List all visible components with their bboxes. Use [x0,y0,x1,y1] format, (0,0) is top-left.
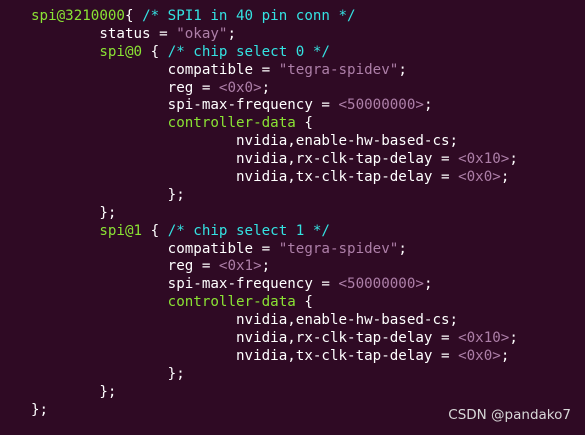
code-token-plain: ; [423,276,433,293]
code-line: nvidia,enable-hw-based-cs; [31,312,518,330]
code-line: spi-max-frequency = <50000000>; [31,276,518,294]
code-line: nvidia,enable-hw-based-cs; [31,133,518,151]
code-token-num: <0x0> [458,169,501,186]
code-token-plain: ; [261,79,271,96]
code-indent [31,44,99,60]
code-token-plain: nvidia,tx-clk-tap-delay = [236,347,459,364]
watermark: CSDN @pandako7 [448,407,571,423]
code-token-string: "tegra-spidev" [278,61,399,78]
code-line: controller-data { [31,115,518,133]
code-indent [31,115,168,131]
code-indent [31,294,168,310]
code-token-plain: ; [261,258,271,275]
code-token-plain: { [142,43,168,60]
code-token-string: "okay" [176,25,228,42]
code-indent [31,205,99,221]
code-line: }; [31,187,518,205]
code-line: controller-data { [31,294,518,312]
code-token-comment: /* chip select 0 */ [167,43,330,60]
code-line: reg = <0x1>; [31,258,518,276]
code-indent [31,276,168,292]
code-token-plain: ; [227,25,237,42]
code-token-plain: { [142,222,168,239]
code-line: }; [31,384,518,402]
code-line: nvidia,rx-clk-tap-delay = <0x10>; [31,330,518,348]
code-token-node: spi@0 [99,43,143,60]
code-token-node: spi@1 [99,222,143,239]
code-token-plain: }; [99,383,117,400]
code-editor[interactable]: spi@3210000{ /* SPI1 in 40 pin conn */ s… [31,8,518,419]
code-token-num: <0x10> [458,330,510,347]
code-token-num: <50000000> [338,276,424,293]
code-token-node: controller-data [167,294,296,311]
code-indent [31,258,168,274]
code-token-plain: }; [31,401,49,418]
code-line: spi-max-frequency = <50000000>; [31,97,518,115]
code-token-plain: }; [167,186,185,203]
code-indent [31,187,168,203]
code-line: }; [31,402,518,420]
code-line: nvidia,tx-clk-tap-delay = <0x0>; [31,348,518,366]
code-line: compatible = "tegra-spidev"; [31,241,518,259]
code-token-plain: reg = [167,258,219,275]
code-indent [31,366,168,382]
code-line: reg = <0x0>; [31,80,518,98]
code-line: spi@1 { /* chip select 1 */ [31,223,518,241]
code-token-plain: }; [167,365,185,382]
code-token-plain: reg = [167,79,219,96]
code-line: spi@3210000{ /* SPI1 in 40 pin conn */ [31,8,518,26]
code-token-plain: ; [500,347,510,364]
code-token-plain: ; [398,61,407,78]
code-token-plain: ; [423,97,433,114]
code-token-plain: ; [509,151,518,168]
code-token-node: spi@3210000 [31,8,125,24]
code-token-plain: spi-max-frequency = [167,97,339,114]
code-indent [31,223,99,239]
code-indent [31,348,236,364]
code-token-plain: nvidia,rx-clk-tap-delay = [236,151,459,168]
code-indent [31,97,168,113]
code-token-node: controller-data [167,115,296,132]
code-token-plain: }; [99,204,117,221]
code-line: status = "okay"; [31,26,518,44]
code-token-plain: spi-max-frequency = [167,276,339,293]
code-indent [31,62,168,78]
code-line: spi@0 { /* chip select 0 */ [31,44,518,62]
code-token-plain: nvidia,rx-clk-tap-delay = [236,330,459,347]
code-token-num: <0x0> [218,79,262,96]
code-token-plain: nvidia,enable-hw-based-cs; [236,312,459,329]
code-indent [31,26,99,42]
code-token-plain: { [124,8,143,24]
code-line: }; [31,366,518,384]
code-token-num: <0x10> [458,151,510,168]
code-token-comment: /* chip select 1 */ [167,222,330,239]
code-line: }; [31,205,518,223]
code-token-plain: status = [99,25,177,42]
code-token-plain: { [295,294,313,311]
code-token-plain: nvidia,enable-hw-based-cs; [236,133,459,150]
code-line: compatible = "tegra-spidev"; [31,62,518,80]
code-token-plain: ; [509,330,518,347]
code-line: nvidia,rx-clk-tap-delay = <0x10>; [31,151,518,169]
code-indent [31,133,236,149]
code-token-plain: { [295,115,313,132]
code-line: nvidia,tx-clk-tap-delay = <0x0>; [31,169,518,187]
code-indent [31,169,236,185]
code-token-comment: /* SPI1 in 40 pin conn */ [142,8,356,24]
code-indent [31,330,236,346]
code-indent [31,151,236,167]
code-indent [31,241,168,257]
code-token-num: <50000000> [338,97,424,114]
code-token-plain: ; [398,240,407,257]
code-indent [31,384,99,400]
code-token-num: <0x0> [458,347,501,364]
code-token-plain: nvidia,tx-clk-tap-delay = [236,169,459,186]
code-token-plain: ; [500,169,510,186]
code-token-num: <0x1> [218,258,262,275]
code-token-plain: compatible = [167,61,279,78]
code-token-string: "tegra-spidev" [278,240,399,257]
code-indent [31,80,168,96]
code-token-plain: compatible = [167,240,279,257]
code-indent [31,312,236,328]
